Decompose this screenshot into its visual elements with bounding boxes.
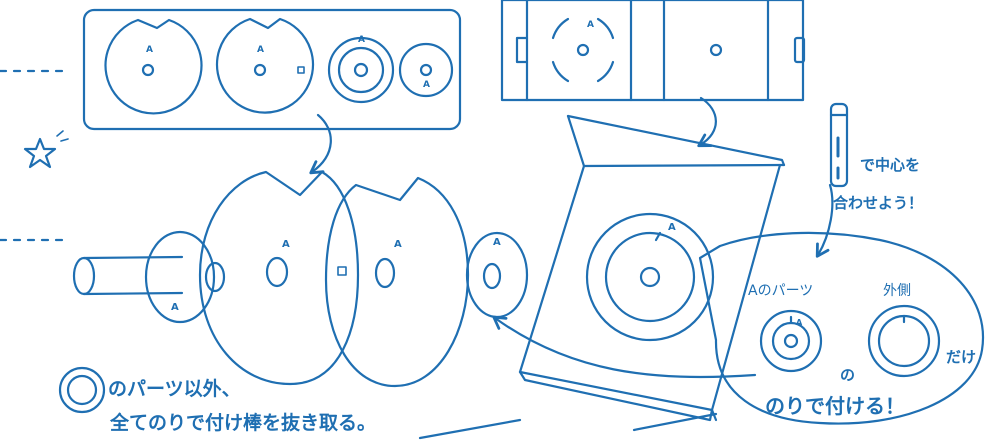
part-a-mark-disc1: A	[282, 239, 290, 250]
pointer-line	[418, 412, 718, 440]
arrow-stick-to-bubble	[815, 183, 834, 258]
part-a-mark-small: A	[493, 237, 501, 248]
part-a-ring	[759, 309, 823, 373]
part-a-mark-5: A	[587, 20, 594, 30]
no-particle: の	[840, 366, 856, 384]
outer-ring	[867, 304, 941, 378]
part-a-mark-disc2: A	[394, 239, 402, 250]
parts-sheet-top-left	[82, 8, 462, 131]
instruction-line2: 全てのりで付け棒を抜き取る。	[110, 412, 377, 434]
part-a-mark-2: A	[257, 45, 264, 55]
legend-ring-icon	[58, 366, 106, 414]
arrow-bubble-to-disc	[492, 315, 757, 379]
instruction-line1: のパーツ以外、	[108, 378, 241, 400]
speech-bubble	[698, 231, 985, 425]
arrow-sheet-to-assembly	[309, 113, 332, 175]
box-net-top-right	[500, 0, 806, 102]
glue-attach-label: のりで付ける！	[765, 394, 905, 418]
arrow-net-to-box	[697, 96, 717, 148]
part-a-mark-4: A	[423, 80, 430, 90]
part-a-mark-bubble: A	[796, 318, 803, 327]
part-a-mark-3: A	[358, 35, 365, 45]
rod-and-washer	[72, 230, 226, 324]
center-hint-line2: 合わせよう！	[833, 194, 924, 212]
part-a-mark-washer: A	[171, 302, 179, 313]
outer-label: 外側	[883, 283, 911, 299]
glue-stick-icon	[829, 102, 849, 188]
star-outline-icon	[23, 130, 69, 169]
disc-small	[465, 231, 529, 319]
dake-label: だけ	[946, 348, 977, 366]
center-hint-line1: で中心を	[860, 156, 921, 174]
part-a-mark-1: A	[146, 45, 153, 55]
open-box	[518, 114, 786, 422]
disc-large-1	[198, 170, 360, 386]
part-a-mark-box: A	[668, 222, 676, 233]
a-part-label: Aのパーツ	[748, 283, 814, 299]
disc-large-2	[324, 176, 470, 388]
